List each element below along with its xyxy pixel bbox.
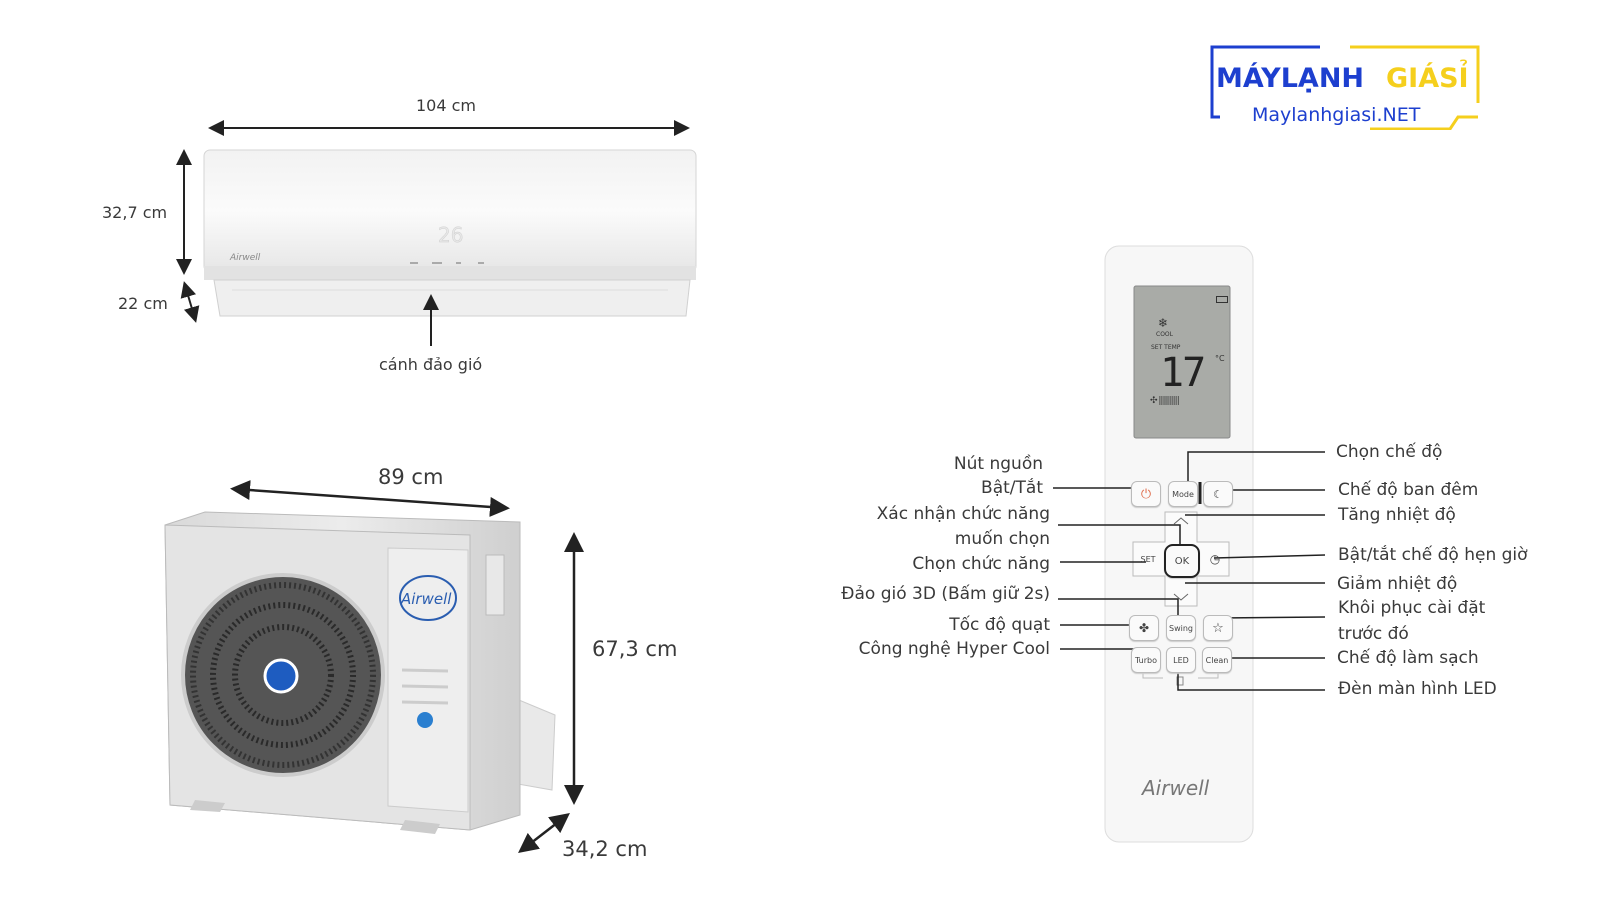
temp-up-button[interactable] — [1166, 513, 1196, 537]
label-restore-2: trước đó — [1338, 624, 1409, 644]
temp-down-button[interactable] — [1166, 580, 1196, 604]
outdoor-depth-label: 34,2 cm — [562, 837, 648, 861]
power-icon: ⏻ — [1140, 486, 1152, 502]
label-confirm: Xác nhận chức năng — [876, 504, 1050, 524]
label-select-function: Chọn chức năng — [912, 554, 1050, 574]
temp-down-icon — [1173, 593, 1189, 601]
favorite-button[interactable]: ☆ — [1203, 615, 1233, 641]
clock-icon: ◷ — [1209, 552, 1221, 566]
indoor-depth-label: 22 cm — [118, 294, 168, 313]
lcd-set-label: SET TEMP — [1151, 344, 1181, 351]
temp-up-icon — [1173, 517, 1189, 525]
indoor-height-label: 32,7 cm — [102, 203, 168, 222]
label-power: Nút nguồn — [953, 454, 1043, 474]
fan-icon: ✤ — [1138, 621, 1150, 635]
label-hyper-cool: Công nghệ Hyper Cool — [858, 639, 1050, 659]
logo-frame: MÁYLẠNH GIÁSỈ Maylanhgiasi.NET — [1210, 45, 1480, 131]
outdoor-height-label: 67,3 cm — [592, 637, 678, 661]
remote-lcd — [1133, 285, 1231, 439]
label-confirm-2: muốn chọn — [954, 529, 1050, 549]
svg-text:GIÁSỈ: GIÁSỈ — [1386, 59, 1469, 94]
svg-text:Maylanhgiasi.NET: Maylanhgiasi.NET — [1252, 104, 1421, 126]
label-timer: Bật/tắt chế độ hẹn giờ — [1338, 545, 1528, 565]
led-button[interactable]: LED — [1166, 647, 1196, 673]
moon-icon: ☾ — [1213, 487, 1223, 501]
battery-icon — [1216, 296, 1228, 303]
label-night-mode: Chế độ ban đêm — [1338, 480, 1479, 500]
label-power-onoff: Bật/Tắt — [981, 478, 1043, 498]
lcd-mode: COOL — [1156, 331, 1173, 338]
label-led: Đèn màn hình LED — [1338, 679, 1497, 699]
ok-button[interactable]: OK — [1164, 544, 1200, 578]
timer-button[interactable]: ◷ — [1201, 547, 1229, 571]
svg-text:MÁYLẠNH: MÁYLẠNH — [1216, 62, 1364, 94]
svg-text:26: 26 — [438, 223, 463, 247]
mode-button[interactable]: Mode — [1168, 481, 1198, 507]
lcd-temperature: 17 — [1160, 350, 1206, 396]
outdoor-unit: Airwell — [164, 511, 556, 834]
svg-text:Airwell: Airwell — [400, 590, 452, 608]
set-button[interactable]: SET — [1140, 554, 1156, 564]
lcd-unit: °C — [1215, 354, 1225, 363]
power-button[interactable]: ⏻ — [1131, 481, 1161, 507]
label-fan-speed: Tốc độ quạt — [949, 615, 1050, 635]
indoor-width-label: 104 cm — [416, 96, 477, 115]
turbo-button[interactable]: Turbo — [1131, 647, 1161, 673]
fan-speed-button[interactable]: ✤ — [1129, 615, 1159, 641]
left-callout-lines — [1053, 487, 1181, 650]
outdoor-width-arrow — [230, 480, 510, 517]
lock-icon — [1176, 676, 1184, 686]
snowflake-icon: ❄ — [1158, 316, 1169, 330]
label-restore: Khôi phục cài đặt — [1338, 598, 1486, 618]
label-clean: Chế độ làm sạch — [1337, 648, 1479, 668]
outdoor-width-label: 89 cm — [378, 465, 444, 489]
label-temp-down: Giảm nhiệt độ — [1337, 574, 1458, 594]
indoor-depth-arrow — [180, 281, 200, 323]
label-temp-up: Tăng nhiệt độ — [1338, 505, 1456, 525]
clean-button[interactable]: Clean — [1202, 647, 1232, 673]
svg-text:Airwell: Airwell — [229, 253, 261, 263]
night-mode-button[interactable]: ☾ — [1203, 481, 1233, 507]
remote-brand: Airwell — [1142, 776, 1210, 800]
louver-label: cánh đảo gió — [379, 355, 483, 374]
star-icon: ☆ — [1212, 620, 1224, 636]
outdoor-depth-arrow — [518, 812, 570, 854]
label-mode: Chọn chế độ — [1336, 442, 1443, 462]
lcd-fan-level: ✣ |||||||||| — [1150, 396, 1180, 406]
label-3d-swing: Đảo gió 3D (Bấm giữ 2s) — [841, 584, 1050, 604]
maylanhgiasi-logo: MÁYLẠNH GIÁSỈ Maylanhgiasi.NET — [1210, 45, 1480, 131]
indoor-unit: Airwell 26 — [203, 149, 697, 317]
swing-button[interactable]: Swing — [1166, 615, 1196, 641]
